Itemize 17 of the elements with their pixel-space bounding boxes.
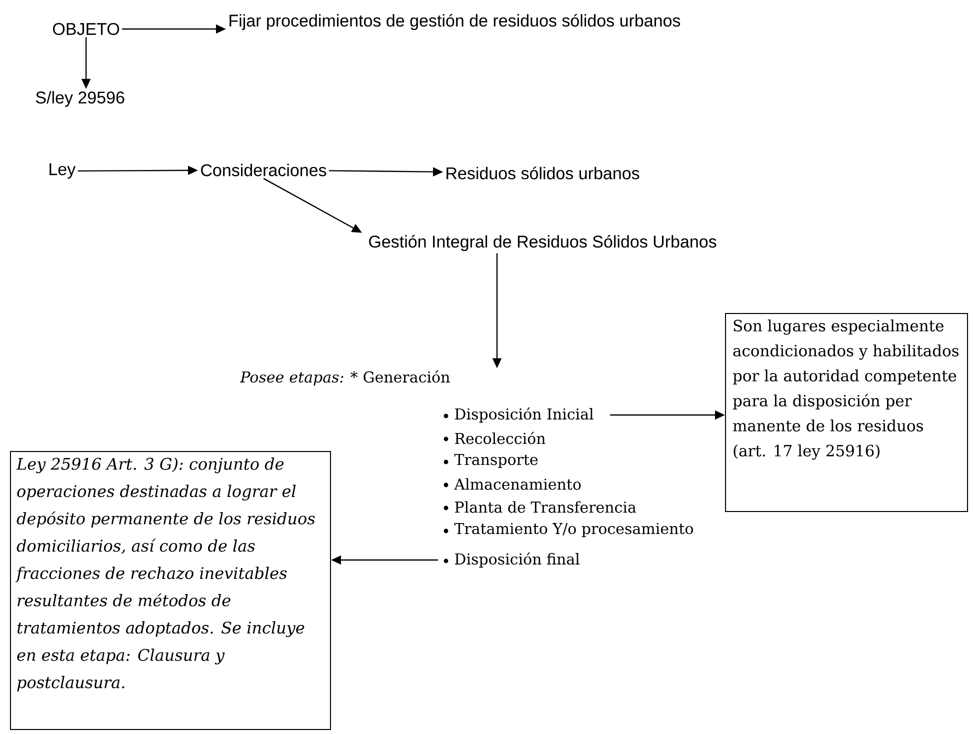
text-label: Fijar procedimientos de gestión de residuos sólidos urbanos <box>230 14 680 30</box>
list-item: Transporte <box>454 454 538 468</box>
text-label: Ley <box>50 163 76 179</box>
list-item: Tratamiento Y/o procesamiento <box>454 522 693 538</box>
list-item: Planta de Transferencia <box>455 501 636 513</box>
note-box: Ley 25916 Art. 3 G): conjunto de operaciones destinadas a lograr el depósito permanente de los residuos domiciliarios, así como de las fracciones de rechazo inevitables resultantes de métodos de tratamientos adoptados. Se incluye en esta etapa: Clausura y postclausura. <box>10 451 331 730</box>
list-item: Disposición Inicial <box>455 407 594 423</box>
text-label: Gestión Integral de Residuos Sólidos Urbanos <box>369 234 716 252</box>
text-label: S/ley 29596 <box>36 91 124 107</box>
list-item: Disposición final <box>455 552 580 568</box>
note-box: Son lugares especialmente acondicionados y habilitados por la autoridad competente para la disposición per manente de los residuos (art. 17 ley 25916) <box>725 313 968 512</box>
list-item: Recolección <box>455 432 546 444</box>
text-label: OBJETO <box>53 22 120 36</box>
text-label: Consideraciones <box>201 164 326 176</box>
list-item: Almacenamiento <box>454 478 581 490</box>
text-label: Residuos sólidos urbanos <box>446 166 640 180</box>
stage-heading: Posee etapas: * Generación <box>240 370 450 386</box>
